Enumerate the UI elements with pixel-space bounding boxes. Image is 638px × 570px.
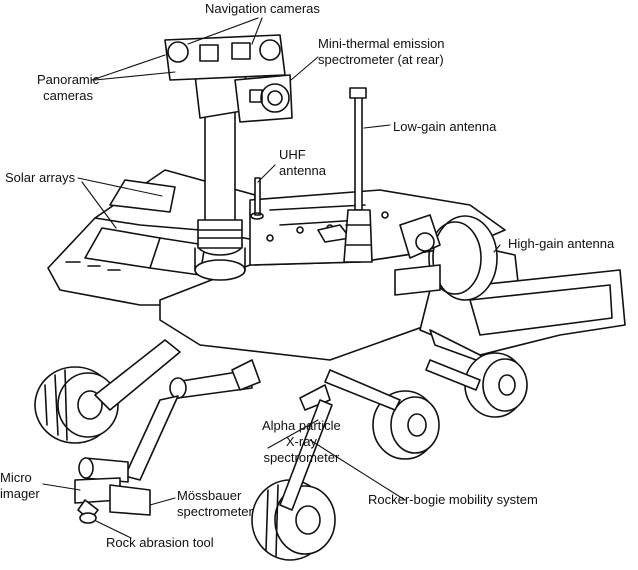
rocker-bogie-links bbox=[94, 339, 481, 511]
label-solar-arrays: Solar arrays bbox=[5, 170, 76, 185]
label-apxs: Alpha particle X-ray spectrometer bbox=[262, 418, 341, 466]
instrument-arm bbox=[124, 359, 261, 481]
label-micro-line1: Micro bbox=[0, 470, 32, 485]
label-rocker-bogie: Rocker-bogie mobility system bbox=[368, 492, 538, 507]
uhf-antenna bbox=[250, 177, 264, 220]
label-navigation-cameras: Navigation cameras bbox=[205, 1, 320, 16]
label-apxs-line1: Alpha particle bbox=[262, 418, 341, 433]
label-mossbauer-line2: spectrometer bbox=[177, 504, 253, 519]
label-high-gain-antenna: High-gain antenna bbox=[508, 236, 615, 251]
label-mini-tes-line2: spectrometer (at rear) bbox=[318, 52, 444, 67]
label-uhf-antenna: UHF antenna bbox=[279, 147, 326, 179]
instrument-turret bbox=[74, 457, 151, 524]
high-gain-antenna bbox=[394, 214, 498, 301]
label-mini-tes-line1: Mini-thermal emission bbox=[318, 36, 445, 51]
label-rock-abrasion-tool: Rock abrasion tool bbox=[106, 535, 214, 550]
label-mini-tes: Mini-thermal emission spectrometer (at r… bbox=[318, 36, 444, 68]
label-micro-line2: imager bbox=[0, 486, 40, 501]
label-uhf-line2: antenna bbox=[279, 163, 326, 178]
low-gain-antenna bbox=[343, 87, 373, 263]
label-micro-imager: Micro imager bbox=[0, 470, 40, 502]
rear-right-wheel bbox=[464, 352, 528, 418]
label-low-gain-antenna: Low-gain antenna bbox=[393, 119, 497, 134]
front-left-wheel bbox=[34, 366, 119, 444]
leader-lines bbox=[42, 17, 501, 539]
label-apxs-line3: spectrometer bbox=[263, 450, 340, 465]
camera-mast bbox=[164, 34, 293, 281]
label-mossbauer-line1: Mössbauer bbox=[177, 488, 242, 503]
label-panoramic-cameras: Panoramic cameras bbox=[37, 72, 99, 104]
label-uhf-line1: UHF bbox=[279, 147, 306, 162]
label-panoramic-line1: Panoramic bbox=[37, 72, 100, 87]
label-mossbauer: Mössbauer spectrometer bbox=[177, 488, 253, 520]
label-apxs-line2: X-ray bbox=[285, 434, 317, 449]
label-panoramic-line2: cameras bbox=[43, 88, 93, 103]
